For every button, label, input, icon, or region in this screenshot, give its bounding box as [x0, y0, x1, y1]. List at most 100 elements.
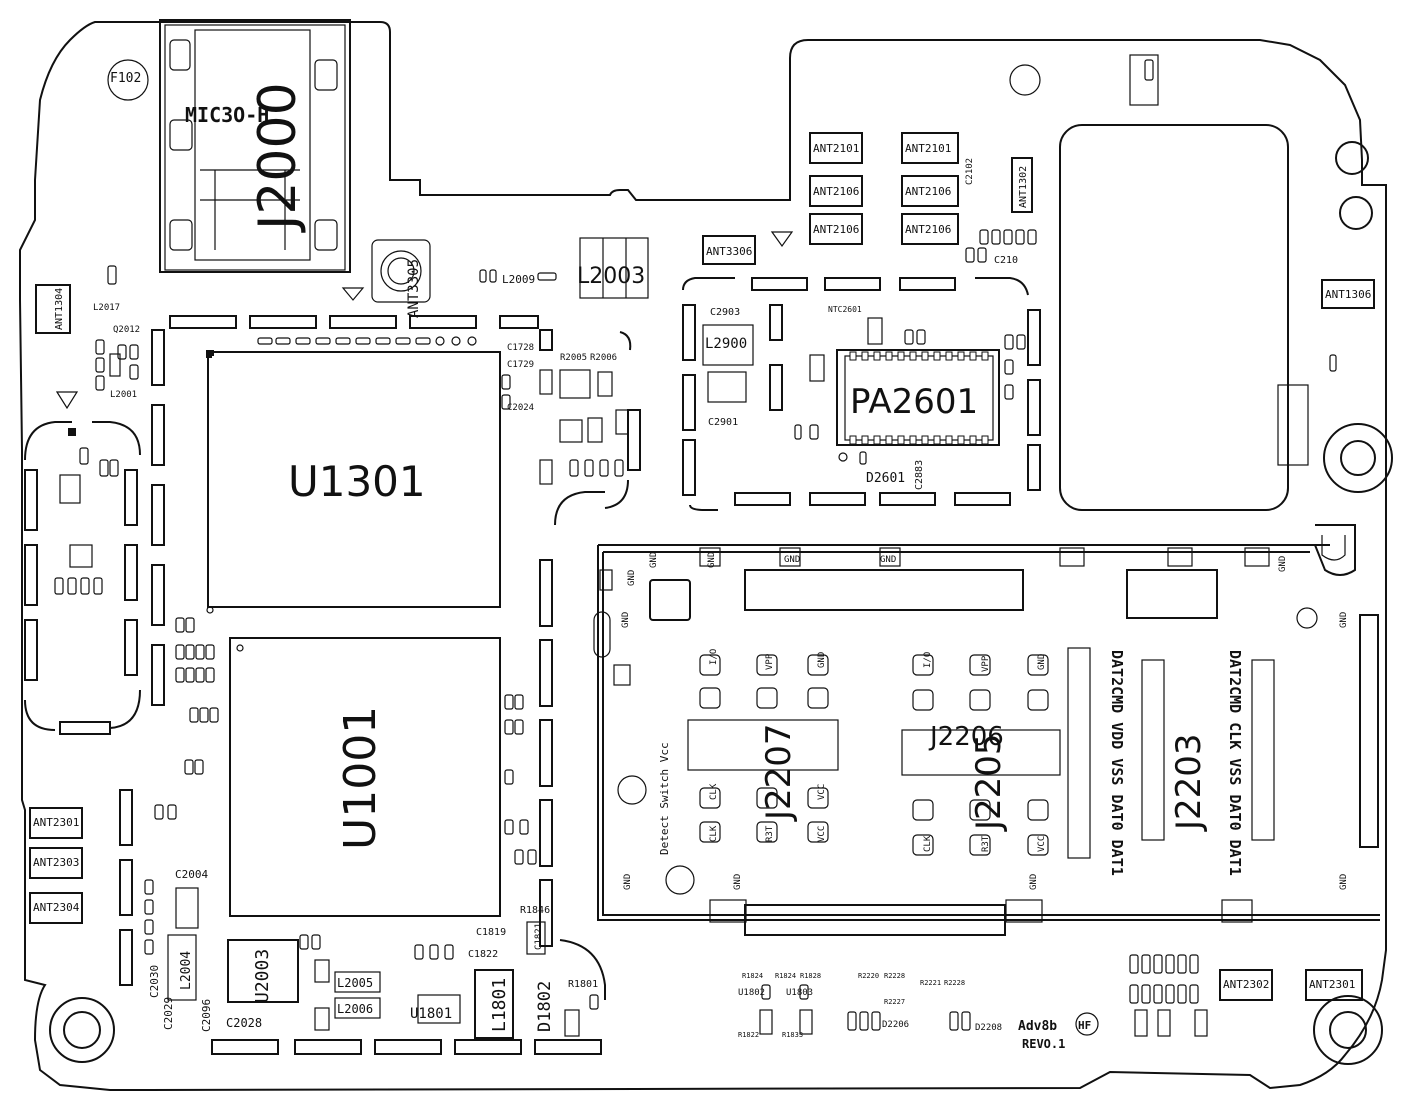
svg-text:CLK: CLK	[709, 825, 719, 842]
svg-text:R2227: R2227	[884, 998, 905, 1006]
ant1302-label: ANT1302	[1018, 166, 1029, 208]
pa2601-chip: PA2601	[836, 349, 1000, 446]
pin1-dot	[838, 452, 848, 462]
ant-cluster: ANT2101 ANT2106 ANT2106 ANT2101 ANT2106 …	[29, 54, 1375, 1001]
u1301-label: U1301	[288, 457, 426, 506]
c2029-label: C2029	[162, 997, 175, 1030]
svg-text:R1833: R1833	[782, 1031, 803, 1039]
shield-frame-segments	[119, 315, 641, 1055]
ant3306-label: ANT3306	[706, 245, 752, 258]
c1822-label: C1822	[468, 949, 498, 960]
svg-text:R1822: R1822	[738, 1031, 759, 1039]
u1001-label: U1001	[335, 706, 386, 850]
u2800-outline	[707, 371, 747, 403]
svg-text:GND: GND	[733, 874, 743, 890]
svg-text:R2221: R2221	[920, 979, 941, 987]
l2004-label: L2004	[179, 951, 194, 990]
svg-text:GND: GND	[1029, 874, 1039, 890]
svg-text:R1824: R1824	[775, 972, 796, 980]
detect-switch	[617, 775, 647, 805]
c2030-label: C2030	[148, 965, 161, 998]
svg-text:VCC: VCC	[1037, 836, 1047, 852]
u1001-chip: U1001	[229, 637, 501, 917]
l1801-label: L1801	[489, 978, 510, 1032]
board-outline	[19, 21, 1387, 1091]
ant2106-label: ANT2106	[813, 185, 859, 198]
j2206-label: J2206	[928, 722, 1004, 752]
d2601-label: D2601	[866, 471, 905, 486]
svg-text:C1729: C1729	[507, 360, 534, 370]
r1846-label: R1846	[520, 905, 550, 916]
ant3305-label: ANT3305	[406, 259, 422, 318]
detect-switch-label: Detect Switch Vcc	[658, 742, 671, 855]
svg-text:GND: GND	[621, 612, 631, 628]
j2203-label: J2203	[1169, 733, 1209, 832]
hf-logo-text: HF	[1078, 1019, 1091, 1032]
svg-text:GND: GND	[627, 570, 637, 586]
mic-label: MIC3O-H	[185, 103, 269, 127]
d1802-label: D1802	[535, 981, 555, 1032]
svg-text:CLK: CLK	[923, 835, 933, 852]
svg-text:L2001: L2001	[110, 390, 137, 400]
svg-text:GND: GND	[1278, 556, 1288, 572]
svg-text:GND: GND	[817, 652, 827, 668]
power-section: U2003 L2004 L2005 L2006 U1801 L1801 D180…	[148, 868, 598, 1039]
l2900-label: L2900	[705, 336, 747, 352]
ant2301-label: ANT2301	[33, 816, 79, 829]
ant2106-label: ANT2106	[905, 223, 951, 236]
ntc2601-label: NTC2601	[828, 305, 862, 314]
l2003-inductor: L2003	[577, 237, 649, 299]
c210-label: C210	[994, 255, 1018, 266]
ant2301-label: ANT2301	[1309, 978, 1355, 991]
l2003-label: L2003	[577, 264, 645, 289]
j2203-sd-socket: DAT2CMD VDD VSS DAT0 DAT1 DAT2CMD CLK VS…	[1067, 647, 1275, 876]
svg-text:GND: GND	[649, 552, 659, 568]
u2003-label: U2003	[252, 949, 273, 1003]
j2207-label: J2207	[759, 723, 799, 822]
ant1306-label: ANT1306	[1325, 288, 1371, 301]
f102-label: F102	[110, 71, 141, 86]
c2028-label: C2028	[226, 1016, 262, 1030]
svg-text:C2024: C2024	[507, 403, 534, 413]
svg-text:Q2012: Q2012	[113, 325, 140, 335]
ant2106-label: ANT2106	[813, 223, 859, 236]
camera-shield-outline	[1059, 124, 1289, 511]
passive-components	[54, 59, 1337, 1037]
c2901-label: C2901	[708, 417, 738, 428]
svg-text:GND: GND	[1339, 612, 1349, 628]
model-label: Adv8b	[1018, 1019, 1057, 1034]
svg-text:R3T: R3T	[981, 835, 991, 852]
svg-text:GND: GND	[707, 552, 717, 568]
hf-logo	[1075, 1012, 1099, 1036]
j2000-label: J2000	[248, 82, 308, 233]
ant2302-label: ANT2302	[1223, 978, 1269, 991]
ant3305-component: ANT3305	[371, 239, 431, 318]
dat-pins-a: DAT2CMD VDD VSS DAT0 DAT1	[1108, 650, 1126, 876]
c2102-label: C2102	[965, 158, 975, 185]
card-tray	[593, 524, 1380, 936]
triangle-marker	[55, 391, 79, 410]
side-rail	[1277, 384, 1309, 466]
svg-text:VPP: VPP	[765, 653, 775, 670]
svg-text:R2220: R2220	[858, 972, 879, 980]
ant2106-label: ANT2106	[905, 185, 951, 198]
svg-text:I/O: I/O	[709, 649, 719, 665]
l2900-inductor: L2900	[702, 324, 754, 366]
j2000-connector: J2000 MIC3O-H	[159, 19, 351, 273]
svg-text:GND: GND	[1037, 654, 1047, 670]
svg-text:D2208: D2208	[975, 1023, 1002, 1033]
ant2101-label: ANT2101	[813, 142, 859, 155]
svg-text:R2006: R2006	[590, 353, 617, 363]
svg-text:GND: GND	[880, 555, 896, 565]
dat-pins-b: DAT2CMD CLK VSS DAT0 DAT1	[1226, 650, 1244, 876]
c2903-label: C2903	[710, 307, 740, 318]
c2883-label: C2883	[914, 460, 925, 490]
ant2304-label: ANT2304	[33, 901, 80, 914]
c1821-label: C1821	[534, 923, 544, 950]
l2009-label: L2009	[502, 273, 535, 286]
revision-label: REVO.1	[1022, 1037, 1065, 1051]
svg-text:VCC: VCC	[817, 784, 827, 800]
gnd-labels: GND GND GND GND GND GND GND GND GND GND …	[621, 552, 1349, 890]
j2205-label: J2205	[969, 733, 1009, 832]
